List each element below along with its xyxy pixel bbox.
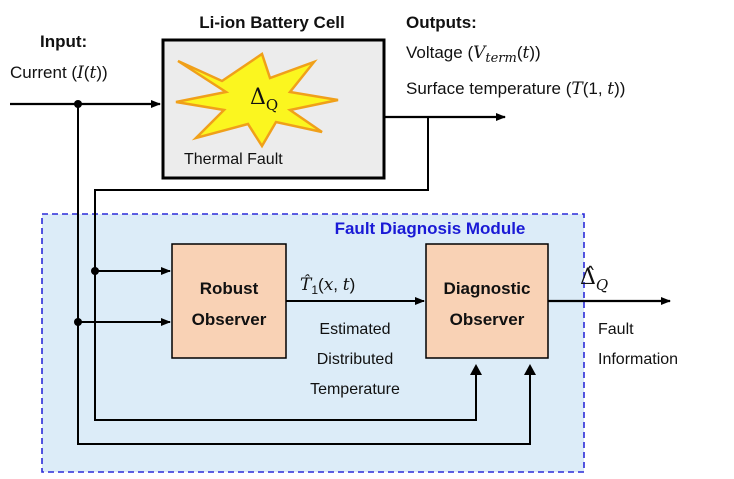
estimate-line3: Temperature [310,381,400,398]
output-temperature: Surface temperature (T(1, t)) [406,79,625,99]
fault-info-line2: Information [598,351,678,368]
fault-output-delta: Δ̂ [580,265,596,290]
fault-delta: Δ [250,85,266,110]
diagnostic-observer-box [425,243,549,359]
module-title: Fault Diagnosis Module [335,219,526,238]
estimate-line1: Estimated [319,321,390,338]
battery-title: Li-ion Battery Cell [199,13,344,32]
input-feedback-arrowhead [524,364,536,375]
outputs-title: Outputs: [406,13,477,32]
fault-output-symbol: Δ̂Q [580,265,608,294]
robust-observer-line1: Robust [200,279,259,298]
fault-subscript: Q [266,96,278,114]
input-feedback-wire [77,104,531,445]
estimate-line2: Distributed [317,351,393,368]
thermal-fault-star-icon [175,52,339,149]
thermal-fault-label: Thermal Fault [184,151,283,168]
input-title: Input: [40,32,87,51]
diagnostic-observer-line1: Diagnostic [444,279,531,298]
robust-observer-line2: Observer [192,310,267,329]
output-voltage: Voltage (Vterm(t)) [406,43,541,66]
fault-delta-symbol: ΔQ [250,85,278,114]
input-signal: Current (I(t)) [10,63,108,83]
output-feedback-wire [94,117,477,421]
output-feedback-arrowhead [470,364,482,375]
diagnostic-observer-line2: Observer [450,310,525,329]
fault-output-subscript: Q [596,276,608,294]
robust-observer-box [171,243,287,359]
estimate-symbol: T̂1(x, t) [300,275,355,297]
fault-info-line1: Fault [598,321,634,338]
